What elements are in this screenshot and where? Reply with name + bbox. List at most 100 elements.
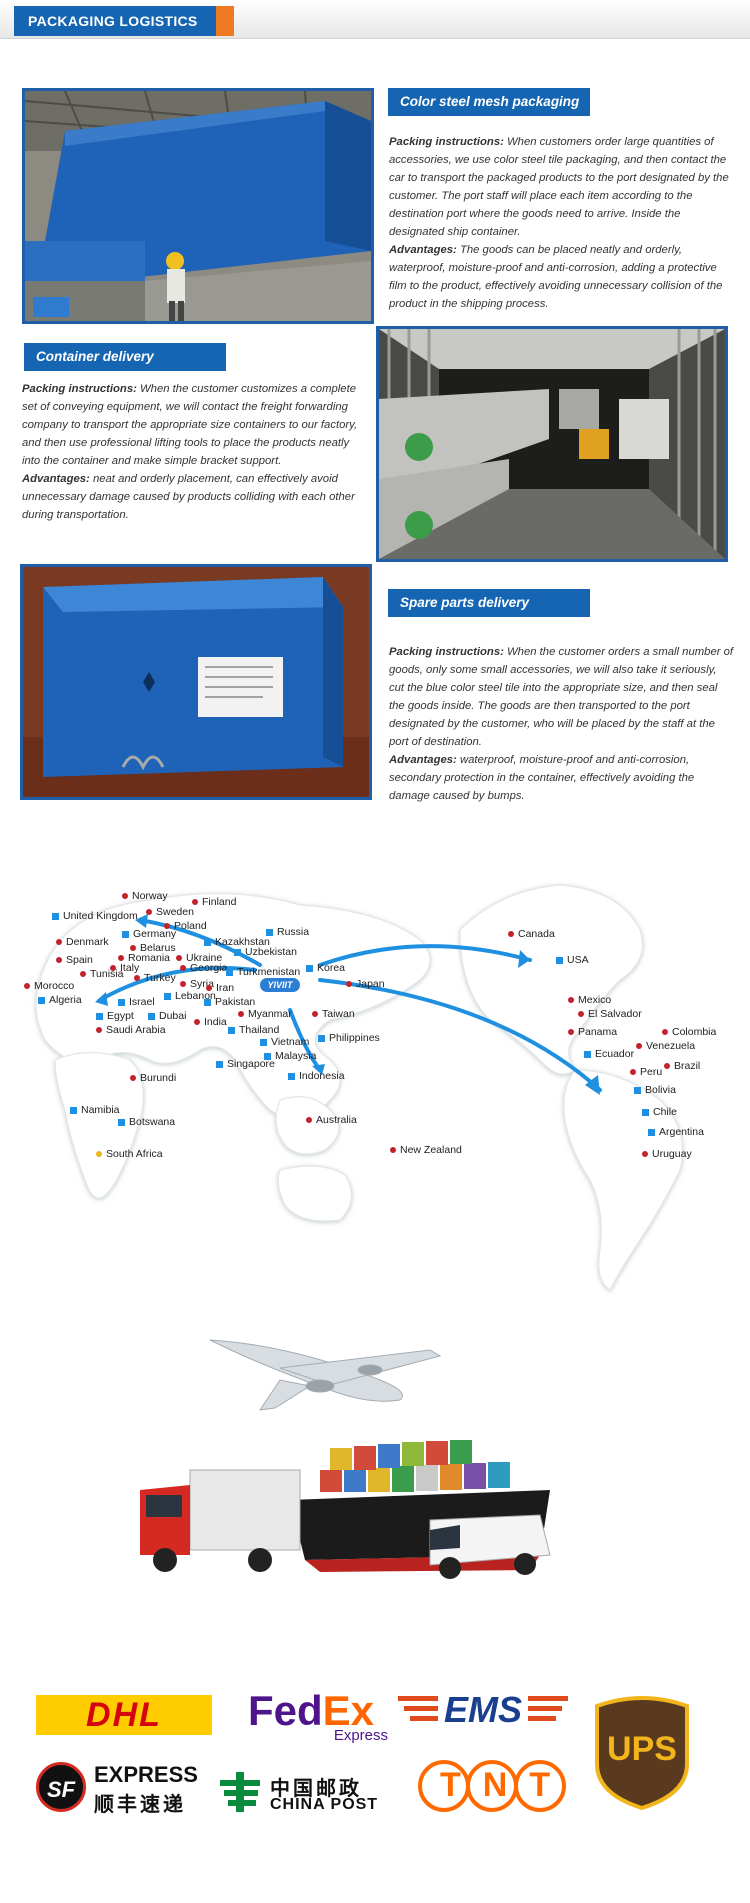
sf-mark: SF — [36, 1762, 86, 1812]
map-country-name: Norway — [132, 890, 168, 902]
map-country-label: Pakistan — [204, 996, 255, 1008]
dot-marker-icon — [194, 1019, 200, 1026]
ups-shield-icon — [595, 1696, 689, 1810]
map-country-label: Singapore — [216, 1058, 275, 1070]
route-africa — [98, 966, 257, 1002]
fedex-fed: Fed — [248, 1687, 323, 1734]
map-country-name: Peru — [640, 1066, 663, 1078]
map-country-name: Ecuador — [595, 1048, 635, 1060]
dot-marker-icon — [134, 975, 140, 982]
map-country-label: Saudi Arabia — [96, 1024, 166, 1036]
map-country-label: Malaysia — [264, 1050, 316, 1062]
dot-marker-icon — [346, 981, 352, 988]
map-country-label: Georgia — [180, 962, 227, 974]
instructions-text: When customers order large quantities of… — [389, 136, 729, 238]
tnt-text: TNT — [440, 1766, 573, 1804]
dot-marker-icon — [206, 985, 212, 992]
advantages-text: The goods can be placed neatly and order… — [389, 244, 723, 310]
map-country-name: Chile — [653, 1106, 677, 1118]
map-country-label: Japan — [346, 978, 385, 990]
map-country-label: Denmark — [56, 936, 109, 948]
map-country-name: Dubai — [159, 1010, 187, 1022]
dot-marker-icon — [636, 1043, 642, 1050]
map-country-name: Italy — [120, 962, 140, 974]
dot-marker-icon — [130, 1075, 136, 1082]
square-marker-icon — [648, 1128, 655, 1136]
map-country-name: El Salvador — [588, 1008, 642, 1020]
square-marker-icon — [164, 992, 171, 1000]
map-country-label: Uruguay — [642, 1148, 692, 1160]
china-post-emblem-icon — [220, 1772, 260, 1812]
map-country-label: USA — [556, 954, 589, 966]
map-country-name: USA — [567, 954, 589, 966]
dot-marker-icon — [164, 923, 170, 930]
map-country-label: Belarus — [130, 942, 176, 954]
map-country-label: Brazil — [664, 1060, 700, 1072]
china-post-cn: 中国邮政 — [270, 1778, 362, 1800]
square-marker-icon — [260, 1038, 267, 1046]
map-country-label: Kazakhstan — [204, 936, 270, 948]
route-south-america — [318, 978, 602, 1092]
map-country-name: New Zealand — [400, 1144, 462, 1156]
map-country-label: Tunisia — [80, 968, 123, 980]
map-country-label: Vietnam — [260, 1036, 309, 1048]
map-country-label: Bolivia — [634, 1084, 676, 1096]
advantages-label: Advantages: — [389, 244, 457, 256]
dot-marker-icon — [508, 931, 514, 938]
map-country-name: Denmark — [66, 936, 109, 948]
square-marker-icon — [556, 956, 563, 964]
map-country-label: Turkey — [134, 972, 176, 984]
map-country-label: Australia — [306, 1114, 357, 1126]
map-country-name: Saudi Arabia — [106, 1024, 166, 1036]
map-country-label: Russia — [266, 926, 309, 938]
advantages-text: waterproof, moisture-proof and anti-corr… — [389, 754, 695, 802]
advantages-label: Advantages: — [389, 754, 457, 766]
square-marker-icon — [216, 1060, 223, 1068]
map-country-name: India — [204, 1016, 227, 1028]
map-country-name: Uruguay — [652, 1148, 692, 1160]
text-spare-parts-delivery: Packing instructions: When the customer … — [389, 643, 734, 805]
square-marker-icon — [228, 1026, 235, 1034]
map-country-name: Botswana — [129, 1116, 176, 1128]
map-country-label: India — [194, 1016, 227, 1028]
instructions-label: Packing instructions: — [389, 136, 504, 148]
airplane — [209, 1339, 442, 1411]
dot-marker-icon — [662, 1029, 668, 1036]
map-country-name: Korea — [317, 962, 346, 974]
square-marker-icon — [38, 996, 45, 1004]
dot-marker-icon — [176, 955, 182, 962]
fedex-logo: FedEx Express — [248, 1687, 388, 1753]
china-post-en: CHINA POST — [270, 1796, 379, 1813]
square-marker-icon — [204, 938, 211, 946]
map-country-label: Thailand — [228, 1024, 279, 1036]
map-country-name: Ukraine — [186, 952, 223, 964]
square-marker-icon — [306, 964, 313, 972]
map-country-label: Peru — [630, 1066, 662, 1078]
dot-marker-icon — [96, 1027, 102, 1034]
label-color-steel-packaging: Color steel mesh packaging — [388, 88, 590, 116]
map-country-name: Georgia — [190, 962, 228, 974]
route-usa — [318, 944, 532, 967]
map-country-name: Belarus — [140, 942, 176, 954]
map-country-label: Norway — [122, 890, 168, 902]
ups-logo: UPS — [593, 1694, 691, 1810]
header-accent — [216, 6, 234, 36]
square-marker-icon — [318, 1034, 325, 1042]
square-marker-icon — [122, 930, 129, 938]
sf-express-text: EXPRESS — [94, 1762, 198, 1787]
dot-marker-icon — [110, 965, 116, 972]
map-country-name: Germany — [133, 928, 177, 940]
map-country-name: Myanmar — [248, 1008, 292, 1020]
dot-marker-icon — [312, 1011, 318, 1018]
dot-marker-icon — [56, 939, 62, 946]
advantages-text: neat and orderly placement, can effectiv… — [22, 473, 355, 521]
center-logo: YIVIIT — [260, 978, 300, 992]
dot-marker-icon — [568, 997, 574, 1004]
map-country-label: Iran — [206, 982, 234, 994]
dot-marker-icon — [238, 1011, 244, 1018]
dot-marker-icon — [96, 1151, 102, 1158]
map-country-label: Uzbekistan — [234, 946, 297, 958]
dot-marker-icon — [56, 957, 62, 964]
sf-express-logo: SF EXPRESS 顺丰速递 — [36, 1760, 206, 1816]
